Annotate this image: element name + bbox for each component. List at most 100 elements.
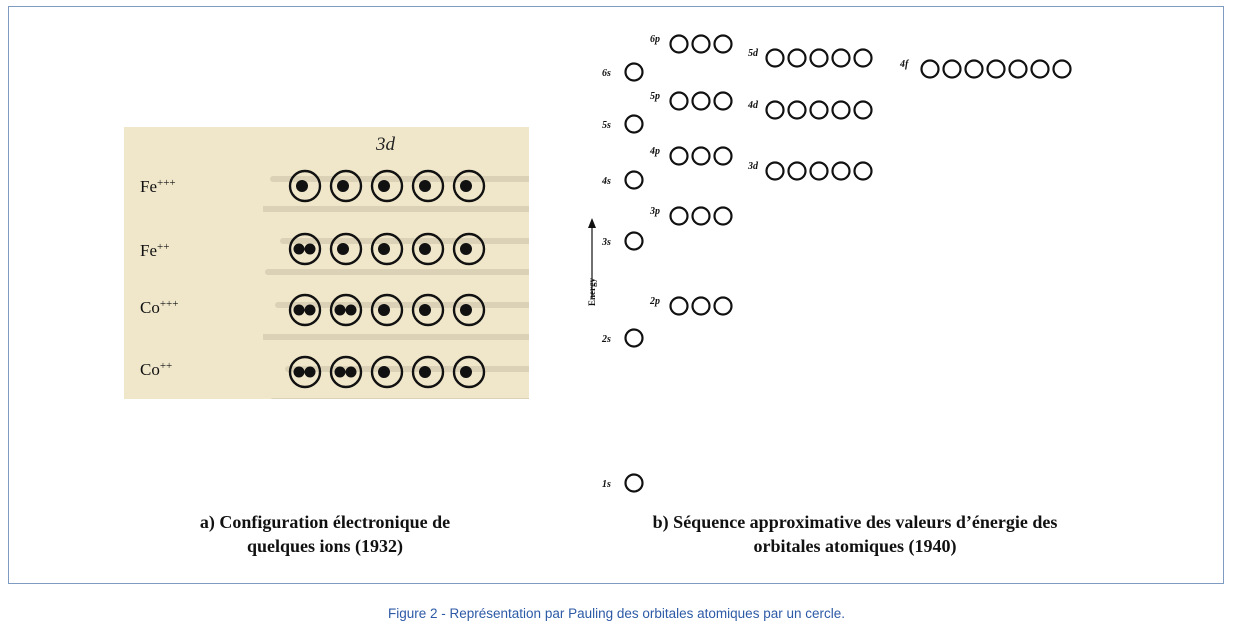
ion-symbol: Fe <box>140 177 157 196</box>
orbital-circle <box>288 355 322 389</box>
ion-symbol: Co <box>140 360 160 379</box>
electron-dot <box>460 304 472 316</box>
orbital-circle <box>669 34 689 54</box>
orbital-circle <box>669 206 689 226</box>
ion-charge: ++ <box>157 241 170 253</box>
orbital-circle <box>964 59 984 79</box>
orbital-circle <box>853 161 873 181</box>
orbital-circle <box>669 91 689 111</box>
orbital-circle <box>411 232 445 266</box>
scan-bleed-through <box>260 176 529 399</box>
orbital-circle <box>411 355 445 389</box>
orbital-circle <box>370 232 404 266</box>
orbital-circle <box>831 161 851 181</box>
subshell-label: 6p <box>650 34 660 45</box>
orbital-circle <box>809 161 829 181</box>
subshell-6s: 6s <box>602 62 644 82</box>
electron-dot <box>460 243 472 255</box>
ion-label-co3: Co+++ <box>140 298 178 318</box>
ion-label-co2: Co++ <box>140 360 172 380</box>
orbital-circle <box>329 293 363 327</box>
orbital-circle <box>787 48 807 68</box>
electron-dot <box>304 366 316 378</box>
orbital-circle <box>765 100 785 120</box>
electron-dot <box>293 304 305 316</box>
electron-dot <box>419 366 431 378</box>
orbital-circle <box>452 232 486 266</box>
orbital-circle <box>624 473 644 493</box>
orbital-circle <box>624 62 644 82</box>
orbital-circle <box>1030 59 1050 79</box>
orbital-circle <box>288 169 322 203</box>
subshell-5s: 5s <box>602 114 644 134</box>
orbital-circle <box>370 293 404 327</box>
orbital-circle <box>831 48 851 68</box>
orbital-circle <box>787 100 807 120</box>
subshell-4f: 4f <box>899 59 1072 79</box>
orbital-circle <box>787 161 807 181</box>
orbital-circle <box>669 296 689 316</box>
subshell-label: 5s <box>602 120 611 131</box>
energy-axis-label: Energy <box>587 278 597 306</box>
panel-a-ion-configuration: 3d Fe+++ Fe++ Co+++ Co++ <box>124 127 529 399</box>
ion-charge: ++ <box>159 360 173 372</box>
electron-dot <box>419 304 431 316</box>
orbital-circle <box>624 170 644 190</box>
subshell-label: 2s <box>601 334 611 345</box>
subshell-label: 3d <box>747 161 759 172</box>
orbital-circle <box>942 59 962 79</box>
orbital-circle <box>765 48 785 68</box>
subshell-label: 1s <box>602 479 611 490</box>
electron-dot <box>293 243 305 255</box>
electron-dot <box>460 366 472 378</box>
subshell-4d: 4d <box>747 100 873 120</box>
subshell-5d: 5d <box>748 48 873 68</box>
orbital-circle <box>452 293 486 327</box>
orbital-circle <box>713 296 733 316</box>
subshell-4p: 4p <box>649 146 733 166</box>
orbital-circle <box>411 169 445 203</box>
orbital-circle <box>1052 59 1072 79</box>
orbital-circle <box>288 293 322 327</box>
caption-a-line1: a) Configuration électronique de <box>199 512 451 532</box>
subshell-1s: 1s <box>602 473 644 493</box>
orbital-circle <box>831 100 851 120</box>
electron-dot <box>378 304 390 316</box>
electron-dot <box>460 180 472 192</box>
electron-dot <box>304 243 316 255</box>
orbital-circle <box>669 146 689 166</box>
orbital-circle <box>329 232 363 266</box>
subshell-label: 2p <box>649 296 660 307</box>
subshell-3d-label: 3d <box>376 134 395 155</box>
figure-frame <box>8 6 1224 584</box>
orbital-circle <box>288 232 322 266</box>
ion-symbol: Co <box>140 298 160 317</box>
subshell-label: 5p <box>650 91 660 102</box>
orbital-circle <box>624 114 644 134</box>
energy-axis: Energy <box>587 218 597 306</box>
orbital-circle <box>329 169 363 203</box>
figure-caption: Figure 2 - Représentation par Pauling de… <box>387 606 845 621</box>
background-scan-texture <box>244 127 529 399</box>
electron-dot <box>304 304 316 316</box>
caption-a: a) Configuration électronique de quelque… <box>150 510 500 558</box>
subshell-5p: 5p <box>650 91 733 111</box>
ion-label-fe2: Fe++ <box>140 241 169 261</box>
orbital-circle <box>765 161 785 181</box>
electron-dot <box>378 366 390 378</box>
orbital-circle <box>411 293 445 327</box>
subshell-label: 4d <box>747 100 759 111</box>
orbital-circle <box>809 100 829 120</box>
electron-dot <box>334 304 346 316</box>
electron-dot <box>378 180 390 192</box>
orbital-circle <box>691 146 711 166</box>
ion-symbol: Fe <box>140 241 157 260</box>
energy-arrow-head <box>588 218 596 228</box>
electron-dot <box>296 180 308 192</box>
subshell-3d: 3d <box>747 161 873 181</box>
orbital-circle <box>329 355 363 389</box>
subshell-2p: 2p <box>649 296 733 316</box>
electron-dot <box>345 304 357 316</box>
electron-dot <box>345 366 357 378</box>
